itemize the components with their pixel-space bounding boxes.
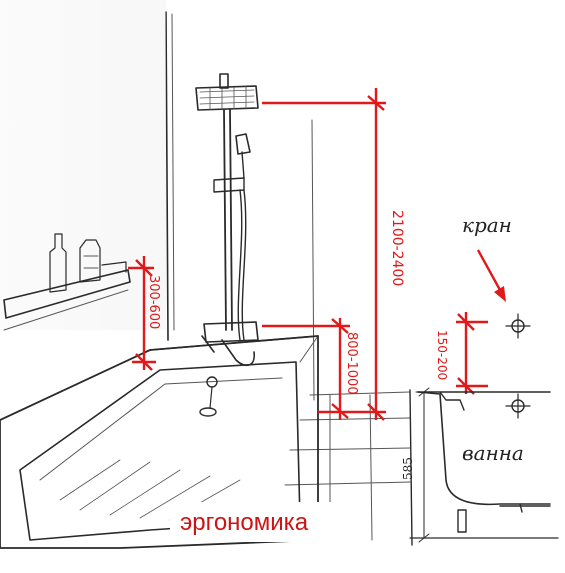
tap-symbol [505, 313, 531, 339]
dimension-lines [128, 88, 386, 421]
shower-height-label: 2100-2400 [389, 210, 405, 286]
tub-side-schematic [409, 249, 559, 543]
shelf-height-label: 300-600 [146, 275, 161, 329]
caption-text: эргономика [180, 509, 309, 536]
tap-label: кран [462, 213, 512, 237]
mixer-height-label: 800-1000 [344, 332, 359, 395]
shelf-with-bottles [3, 233, 131, 331]
caption-box: эргономика [170, 502, 356, 542]
tub-height-label: 585 [401, 457, 415, 480]
shower-rig [195, 73, 259, 367]
arrow-head-icon [494, 286, 506, 302]
tap-offset-label: 150-200 [435, 330, 449, 380]
tub-tap-symbol [505, 393, 531, 419]
tub-label: ванна [462, 441, 524, 465]
